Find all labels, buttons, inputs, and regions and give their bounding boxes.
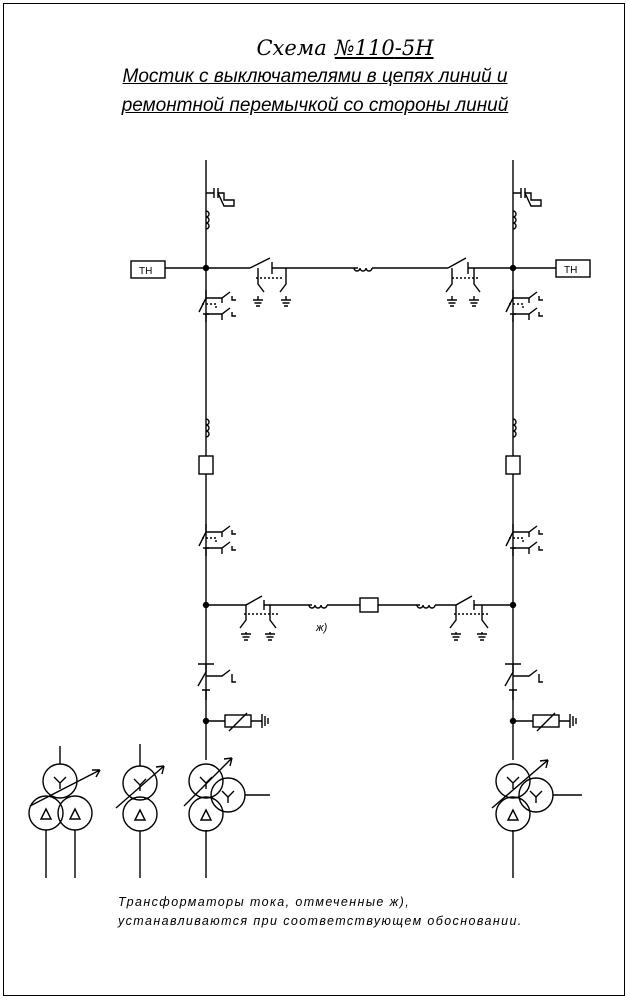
scheme-title: Схема №110-5Н bbox=[0, 36, 630, 60]
top-repair-jumper bbox=[206, 257, 513, 307]
left-upper-line-disconnector bbox=[198, 289, 237, 323]
drawing-frame bbox=[3, 3, 625, 996]
ct-optional-mark: ж) bbox=[315, 622, 328, 634]
scheme-description-line-1: Мостик с выключателями в цепях линий и bbox=[122, 66, 508, 87]
left-lower-line-disconnector bbox=[198, 523, 237, 557]
right-upper-line-disconnector bbox=[505, 289, 544, 323]
scheme-suffix-2: Н bbox=[415, 36, 434, 60]
right-line-breaker bbox=[505, 455, 521, 475]
right-voltage-transformer bbox=[509, 259, 591, 278]
left-transformer-disconnector bbox=[197, 663, 236, 700]
right-surge-arrester bbox=[509, 712, 577, 732]
scheme-number: №110 bbox=[334, 36, 395, 60]
scheme-word: Схема bbox=[256, 36, 327, 60]
right-coupling-capacitor bbox=[512, 188, 542, 230]
footnote-line-1: Трансформаторы тока, отмеченные ж), bbox=[118, 895, 411, 909]
bridge-breaker bbox=[359, 597, 379, 613]
right-lower-line-disconnector bbox=[505, 523, 544, 557]
left-coupling-capacitor bbox=[205, 188, 235, 230]
legend-two-winding-transformer bbox=[115, 744, 165, 878]
scheme-description-line-2: ремонтной перемычкой со стороны линий bbox=[121, 95, 509, 116]
scheme-suffix-1: -5 bbox=[394, 36, 416, 60]
right-vt-label: ТН bbox=[564, 265, 577, 276]
bridge-jumper bbox=[202, 595, 517, 641]
legend-three-winding-transformer bbox=[28, 746, 101, 878]
left-power-transformer bbox=[183, 757, 270, 832]
left-vt-label: ТН bbox=[139, 266, 152, 277]
right-power-transformer bbox=[491, 759, 582, 832]
left-line-breaker bbox=[198, 455, 214, 475]
footnote-line-2: устанавливаются при соответствующем обос… bbox=[118, 914, 523, 928]
right-transformer-disconnector bbox=[504, 663, 543, 700]
left-voltage-transformer bbox=[130, 260, 210, 279]
left-surge-arrester bbox=[202, 712, 269, 732]
